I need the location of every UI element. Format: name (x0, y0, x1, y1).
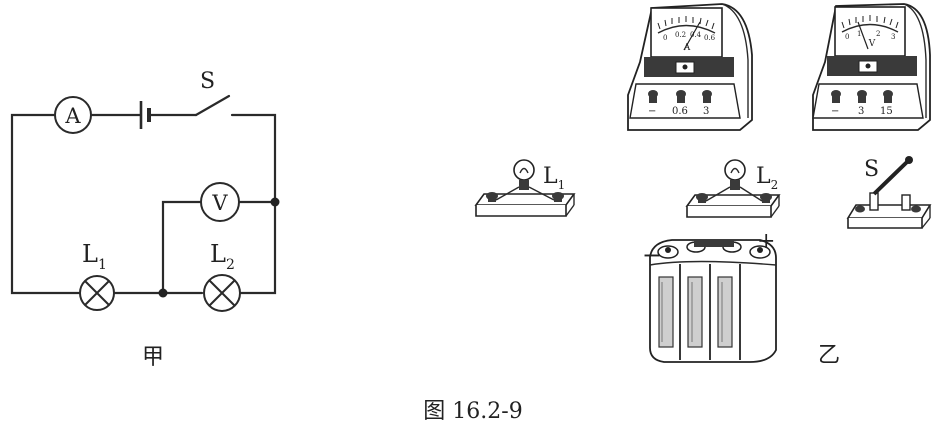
apparatus-yi: 0 0.2 0.4 0.6 A − 0.6 3 (474, 3, 932, 368)
lamp-l1-board: L1 (474, 159, 576, 217)
ammeter-scale-0: 0 (663, 34, 667, 42)
junction-dot-middle (158, 288, 168, 298)
ammeter-terminal-3: 3 (703, 106, 709, 117)
label-yi: 乙 (818, 343, 840, 368)
voltmeter-terminal-minus: − (831, 106, 839, 117)
wire-top-left (10, 113, 82, 295)
ammeter-unit: A (683, 43, 691, 53)
switch-symbol: S (194, 69, 231, 117)
wire-voltmeter-left (161, 200, 202, 295)
voltmeter-letter: V (211, 191, 228, 215)
figure-caption: 图 16.2-9 (423, 399, 522, 424)
ammeter-symbol: A (54, 96, 92, 134)
ammeter-scale-2: 0.4 (690, 31, 702, 39)
voltmeter-symbol: V (200, 182, 240, 222)
voltmeter-scale-3: 3 (891, 33, 895, 41)
voltmeter-terminal-15: 15 (880, 106, 893, 117)
ammeter-terminals (648, 90, 712, 103)
junction-dot-right (270, 197, 280, 207)
lamp-l1-label: L1 (82, 240, 107, 273)
ammeter-letter: A (64, 104, 81, 128)
switch-label: S (200, 69, 215, 94)
battery-plus-sign: + (757, 229, 775, 254)
knife-switch: S (846, 156, 932, 229)
voltmeter-instrument: 0 1 2 3 V − 3 15 (812, 3, 931, 131)
ammeter-terminal-0-6: 0.6 (672, 106, 688, 117)
battery-pack: − + (642, 229, 777, 363)
lamp-l2-symbol: L2 (203, 240, 241, 312)
lamp-l1-board-label: L1 (543, 164, 565, 192)
voltmeter-terminal-3: 3 (858, 106, 864, 117)
voltmeter-scale-2: 2 (876, 30, 880, 38)
lamp-l2-label: L2 (210, 240, 235, 273)
label-jia: 甲 (142, 345, 164, 370)
voltmeter-terminals (831, 90, 893, 103)
battery-minus-sign: − (642, 241, 662, 269)
lamp-l1-symbol: L1 (79, 240, 115, 311)
lamp-l2-board: L2 (685, 159, 781, 218)
circuit-diagram-jia: A S V L1 L2 (10, 69, 280, 370)
battery-symbol (139, 101, 151, 129)
knife-switch-label: S (864, 157, 879, 182)
ammeter-scale-3: 0.6 (704, 34, 716, 42)
voltmeter-unit: V (868, 39, 876, 49)
lamp-l2-board-label: L2 (756, 164, 778, 192)
ammeter-scale-1: 0.2 (675, 31, 686, 39)
ammeter-terminal-minus: − (648, 106, 656, 117)
ammeter-instrument: 0 0.2 0.4 0.6 A − 0.6 3 (627, 3, 753, 131)
voltmeter-scale-1: 1 (857, 30, 861, 38)
voltmeter-scale-0: 0 (845, 33, 849, 41)
